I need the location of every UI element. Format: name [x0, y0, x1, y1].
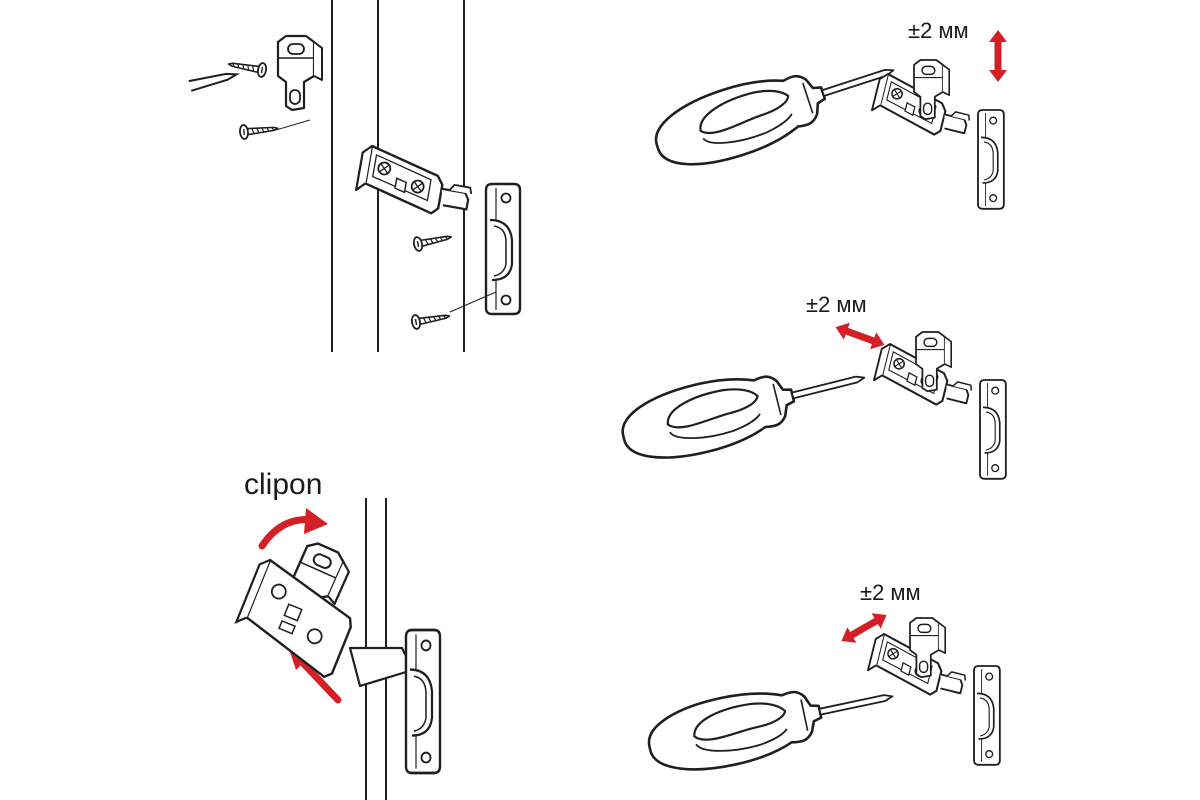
- door-plate-icon: [977, 109, 1005, 210]
- clipon-label: clipon: [244, 468, 322, 501]
- adjust-middle-label: ±2 мм: [806, 292, 867, 317]
- screwdriver-icon: [614, 343, 874, 472]
- vertical-arrow-icon: [989, 30, 1007, 82]
- horizontal-arrow-icon: [832, 318, 888, 354]
- guide-line: [275, 119, 311, 131]
- door-plate-icon: [979, 379, 1007, 480]
- guide-line: [449, 291, 497, 313]
- step-clipon: clipon: [234, 468, 442, 800]
- adjust-top-label: ±2 мм: [908, 18, 969, 43]
- step-adjust-side: ±2 мм: [641, 580, 1001, 783]
- step-adjust-vertical: ±2 мм: [645, 18, 1007, 210]
- hinge-icon: [234, 558, 352, 679]
- screw-icon: [409, 308, 452, 331]
- door-plate-icon: [404, 628, 442, 775]
- hinge-arm-icon: [348, 646, 408, 688]
- screw-icon: [238, 120, 280, 141]
- step-mount-plates: [188, 0, 522, 352]
- mounting-plate-icon: [276, 34, 324, 112]
- rotate-arrow-icon: [258, 508, 328, 550]
- step-adjust-depth: ±2 мм: [614, 292, 1007, 480]
- adjust-bottom-label: ±2 мм: [860, 580, 921, 605]
- screwdriver-icon: [188, 72, 240, 92]
- hinge-icon: [353, 143, 478, 221]
- screwdriver-icon: [641, 661, 901, 783]
- door-plate-icon: [973, 665, 1001, 766]
- screw-icon: [411, 229, 454, 253]
- screwdriver-icon: [645, 36, 906, 181]
